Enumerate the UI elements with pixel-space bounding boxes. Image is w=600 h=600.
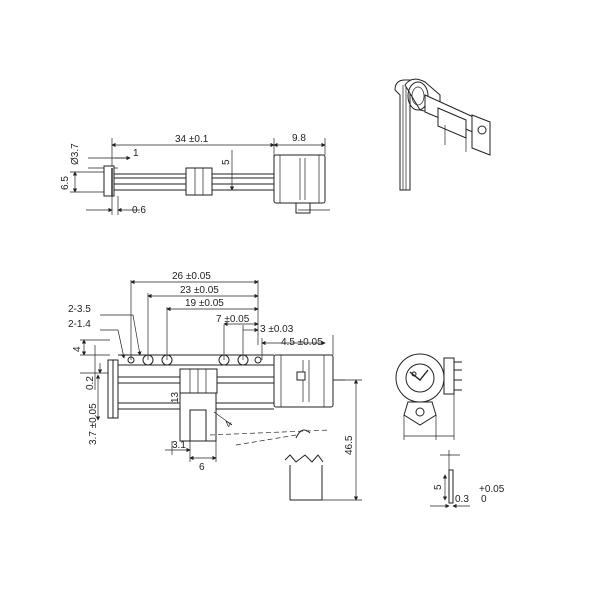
- isometric-view: [394, 78, 491, 191]
- dim-23-label: 23 ±0.05: [180, 285, 219, 296]
- dim-height-label: 6.5: [60, 176, 71, 190]
- dim-motor-label: 9.8: [292, 133, 306, 144]
- dim-six-label: 6: [199, 462, 205, 473]
- dim-7-label: 7 ±0.05: [216, 314, 250, 325]
- detail-view: 5 +0.05 0.3 0: [430, 450, 505, 509]
- detail-dim-five-label: 5: [433, 484, 444, 490]
- top-view: 34 ±0.1 9.8 Ø3.7 1 6.5 5: [60, 133, 330, 216]
- dim-plate-label: 0.6: [132, 205, 146, 216]
- dim-2-1-4-label: 2-1.4: [68, 319, 91, 330]
- dim-five-label: 5: [221, 159, 232, 165]
- dim-one-label: 1: [133, 148, 139, 159]
- dim-2-3-5-label: 2-3.5: [68, 304, 91, 315]
- end-view: [395, 353, 462, 440]
- dim-4-5-label: 4.5 ±0.05: [281, 337, 323, 348]
- dim-13-label: 13: [170, 391, 181, 403]
- detail-dim-zero-label: 0: [481, 494, 487, 505]
- dim-0-2-label: 0.2: [85, 376, 96, 390]
- dim-46-5-label: 46.5: [344, 435, 355, 455]
- dim-four-label: 4: [72, 346, 83, 352]
- dim-3-7-label: 3.7 ±0.05: [88, 403, 99, 445]
- detail-dim-tol-label: +0.05: [479, 484, 505, 495]
- dim-length-label: 34 ±0.1: [175, 134, 209, 145]
- dim-shaft-dia-label: Ø3.7: [70, 143, 81, 165]
- dim-26-label: 26 ±0.05: [172, 271, 211, 282]
- dim-3-1-label: 3.1: [172, 440, 186, 451]
- detail-dim-0-3-label: 0.3: [455, 494, 469, 505]
- dim-4-small-label: 4: [223, 419, 236, 430]
- bottom-view: 26 ±0.05 23 ±0.05 19 ±0.05 7 ±0.05 3 ±0.…: [68, 271, 362, 501]
- dim-3-label: 3 ±0.03: [260, 324, 294, 335]
- dim-19-label: 19 ±0.05: [185, 298, 224, 309]
